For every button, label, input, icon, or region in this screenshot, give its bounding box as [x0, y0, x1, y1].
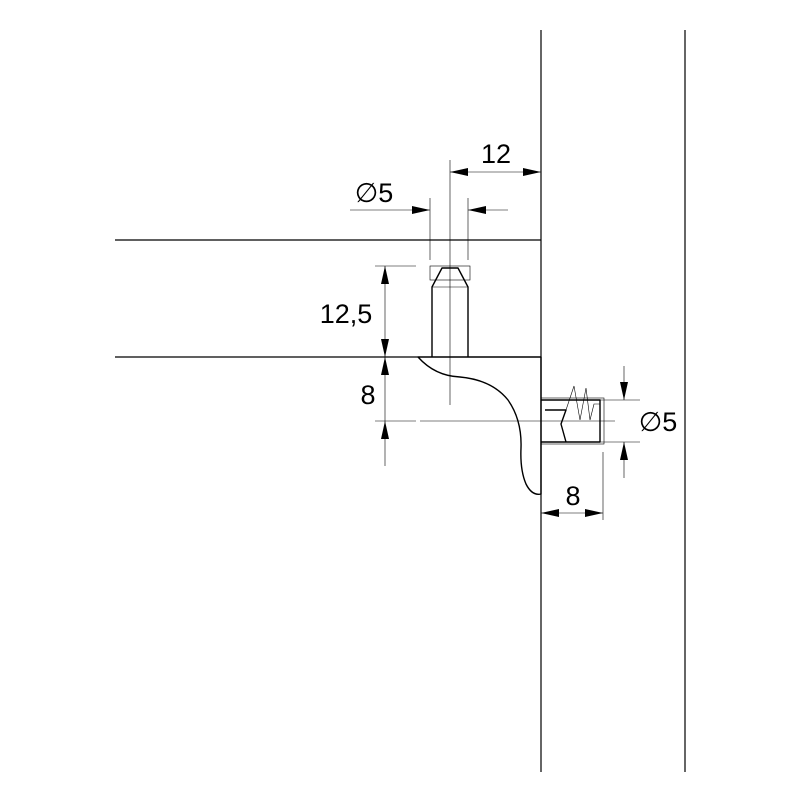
dim-bracket-height: 8 [360, 357, 416, 466]
dim-side-pin-depth-arrow-left [541, 509, 559, 517]
dim-side-pin-diameter-label: ∅5 [639, 407, 678, 437]
dim-pin-diameter-arrow-right [468, 206, 486, 214]
shelf-board [115, 239, 541, 358]
dim-top-width: 12 [449, 139, 542, 250]
dim-pin-diameter: ∅5 [350, 178, 508, 260]
wall-panel [540, 30, 686, 772]
dim-pin-height: 12,5 [320, 265, 416, 357]
dim-pin-diameter-arrow-left [412, 206, 430, 214]
dim-top-width-arrow-right [523, 168, 541, 176]
dim-bracket-height-arrow-top [381, 357, 389, 375]
dim-bracket-height-label: 8 [360, 380, 375, 410]
dim-top-width-label: 12 [481, 139, 511, 169]
dim-pin-height-arrow-top [381, 266, 389, 284]
dim-side-pin-arrow-bottom [620, 442, 628, 460]
dim-side-pin-depth-arrow-right [585, 509, 603, 517]
dim-side-pin-depth: 8 [541, 452, 604, 520]
center-lines [420, 250, 615, 422]
bracket-body [417, 356, 542, 495]
side-pin-barb [545, 409, 567, 443]
side-pin-teeth [565, 385, 600, 421]
dim-side-pin-diameter: ∅5 [598, 366, 677, 478]
dim-pin-diameter-label: ∅5 [355, 178, 394, 208]
shelf-support-part [417, 265, 605, 495]
dim-bracket-height-arrow-bottom [381, 421, 389, 439]
dim-pin-height-label: 12,5 [320, 299, 373, 329]
dim-side-pin-depth-label: 8 [565, 481, 580, 511]
dim-pin-height-arrow-bottom [381, 339, 389, 357]
dim-side-pin-arrow-top [620, 382, 628, 400]
dim-top-width-arrow-left [450, 168, 468, 176]
